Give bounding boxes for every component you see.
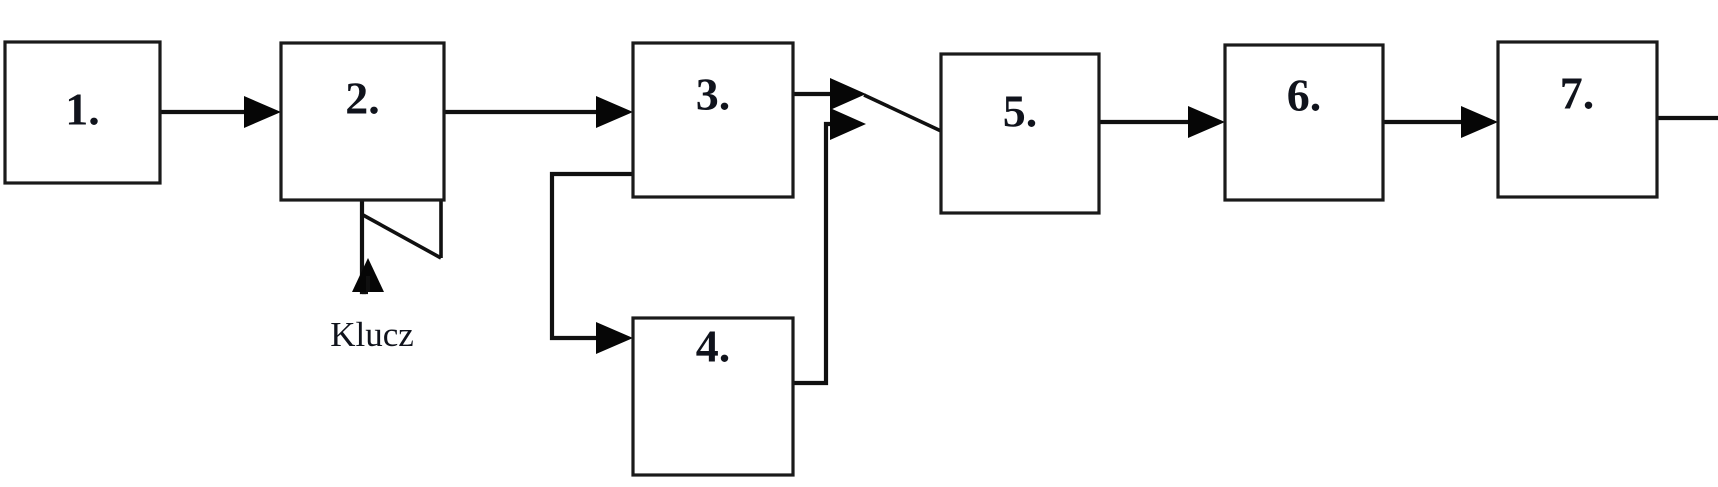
- edge-key-to-2-arrowhead: [352, 258, 384, 292]
- block-7-rect[interactable]: [1496, 40, 1659, 199]
- edge-3-to-5-diagonal: [863, 93, 942, 133]
- block-3-rect[interactable]: [631, 41, 795, 199]
- edge-3-to-5-arrowhead: [830, 78, 866, 110]
- edge-4-to-5: [793, 108, 866, 386]
- block-6-rect[interactable]: [1223, 43, 1385, 202]
- key-label: Klucz: [330, 315, 414, 354]
- edge-3-to-5: [793, 78, 942, 133]
- edge-4-to-5-arrowhead: [830, 108, 866, 140]
- block-2[interactable]: 2.: [279, 41, 446, 202]
- block-3[interactable]: 3.: [631, 41, 795, 199]
- edge-1-to-2: [160, 96, 281, 128]
- block-7-label: 7.: [1560, 68, 1595, 119]
- block-5[interactable]: 5.: [939, 52, 1101, 215]
- edge-5-to-6: [1099, 106, 1225, 138]
- key-switch-blade: [362, 213, 442, 260]
- block-6[interactable]: 6.: [1223, 43, 1385, 202]
- edge-6-to-7-arrowhead: [1461, 106, 1498, 138]
- block-4-label: 4.: [696, 321, 731, 372]
- edge-4-to-5-line: [793, 121, 830, 386]
- block-5-label: 5.: [1003, 86, 1038, 137]
- block-1-rect[interactable]: [3, 40, 162, 185]
- edge-3-to-4-arrowhead: [596, 322, 633, 354]
- edge-2-to-3: [444, 96, 633, 128]
- block-7[interactable]: 7.: [1496, 40, 1659, 199]
- block-3-label: 3.: [696, 69, 731, 120]
- edge-6-to-7: [1383, 106, 1498, 138]
- edge-3-to-4: [549, 171, 633, 354]
- block-1[interactable]: 1.: [3, 40, 162, 185]
- edge-1-to-2-arrowhead: [244, 96, 281, 128]
- block-4-rect[interactable]: [631, 316, 795, 477]
- block-2-label: 2.: [345, 73, 380, 124]
- edge-3-to-4-line: [549, 171, 633, 341]
- edge-5-to-6-arrowhead: [1188, 106, 1225, 138]
- block-1-label: 1.: [65, 84, 100, 135]
- block-6-label: 6.: [1287, 70, 1322, 121]
- block-5-rect[interactable]: [939, 52, 1101, 215]
- block-2-rect[interactable]: [279, 41, 446, 202]
- edge-2-to-3-arrowhead: [596, 96, 633, 128]
- block-4[interactable]: 4.: [631, 316, 795, 477]
